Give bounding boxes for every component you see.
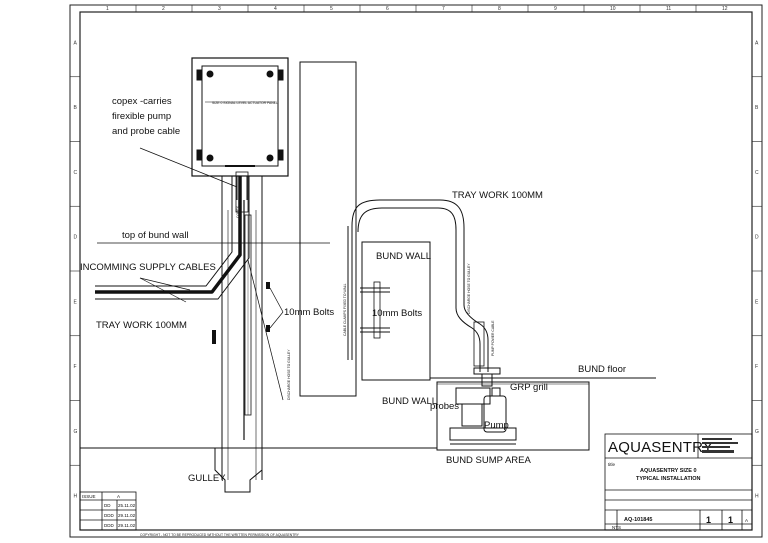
tray-work-top-label: TRAY WORK 100MM bbox=[452, 190, 543, 201]
copex-cable-path bbox=[95, 176, 250, 440]
grid-column-label: 11 bbox=[666, 6, 671, 12]
grid-row-label: E bbox=[74, 299, 78, 305]
scale-value: NTS bbox=[612, 525, 621, 530]
bolts-right-label: 10mm Bolts bbox=[372, 308, 422, 319]
grid-column-label: 6 bbox=[386, 6, 389, 12]
svg-text:CABLE CLAMPS FIXED TO WALL: CABLE CLAMPS FIXED TO WALL bbox=[343, 283, 347, 336]
grid-row-label: D bbox=[755, 235, 759, 241]
bund-floor-label: BUND floor bbox=[578, 364, 626, 375]
grid-column-label: 7 bbox=[442, 6, 445, 12]
revision-cell: DD bbox=[104, 503, 111, 508]
grid-row-label: E bbox=[755, 299, 759, 305]
title-line-1: AQUASENTRY SIZE 0 bbox=[640, 468, 697, 474]
pump bbox=[449, 387, 517, 445]
revision-cell: 29.11.02 bbox=[118, 513, 136, 518]
svg-text:COPEX: COPEX bbox=[236, 205, 240, 218]
grid-column-label: 4 bbox=[274, 6, 277, 12]
aquasentry-logo: AQUASENTRY bbox=[608, 439, 713, 456]
bund-wall-top-label: BUND WALL bbox=[376, 251, 431, 262]
svg-text:DISCHARGE HOSE TO GULLEY: DISCHARGE HOSE TO GULLEY bbox=[287, 349, 291, 400]
tray-work-left-label: TRAY WORK 100MM bbox=[96, 320, 187, 331]
grid-row-label: C bbox=[74, 170, 78, 176]
bund-sump bbox=[436, 381, 590, 451]
grid-row-labels: A A B B C C D D E E F F G G H H bbox=[70, 40, 762, 500]
grid-column-label: 3 bbox=[218, 6, 221, 12]
revision-cell: 25.11.02 bbox=[118, 503, 136, 508]
grid-row-label: G bbox=[74, 429, 78, 435]
grid-column-label: 10 bbox=[610, 6, 616, 12]
copyright-note: COPYRIGHT - NOT TO BE REPRODUCED WITHOUT… bbox=[140, 533, 300, 537]
grp-grill bbox=[473, 367, 501, 387]
tray-work-arch bbox=[351, 199, 489, 372]
bund-sump-area-label: BUND SUMP AREA bbox=[446, 455, 531, 466]
svg-text:SIZE 0 SIGNAL LEVEL ACTUATOR P: SIZE 0 SIGNAL LEVEL ACTUATOR PANEL bbox=[212, 101, 278, 105]
title-line-2: TYPICAL INSTALLATION bbox=[636, 476, 700, 482]
revision-cell: 29.11.02 bbox=[118, 523, 136, 528]
svg-text:and probe cable: and probe cable bbox=[112, 126, 180, 137]
gulley-label: GULLEY bbox=[188, 473, 226, 484]
grid-row-label: F bbox=[74, 364, 77, 370]
bolts-left-label: 10mm Bolts bbox=[284, 307, 334, 318]
incomming-supply-label: INCOMMING SUPPLY CABLES bbox=[80, 262, 216, 273]
grid-row-label: A bbox=[74, 40, 78, 46]
grp-grill-label: GRP grill bbox=[510, 382, 548, 393]
revision-table bbox=[79, 491, 137, 531]
svg-text:copex -carries: copex -carries bbox=[112, 96, 172, 107]
revision-letter: A bbox=[745, 518, 748, 523]
grid-row-label: G bbox=[755, 429, 759, 435]
wall-panel bbox=[299, 61, 357, 397]
drawing-number: AQ-101845 bbox=[624, 517, 652, 523]
svg-text:DISCHARGE HOSE TO GULLEY: DISCHARGE HOSE TO GULLEY bbox=[467, 263, 471, 314]
bund-wall-lower-label: BUND WALL bbox=[382, 396, 437, 407]
revision-header-value: A bbox=[117, 494, 120, 499]
svg-text:firexible pump: firexible pump bbox=[112, 111, 171, 122]
grid-row-label: D bbox=[74, 235, 78, 241]
grid-column-label: 9 bbox=[554, 6, 557, 12]
grid-column-label: 8 bbox=[498, 6, 501, 12]
company-address-scribble bbox=[702, 438, 738, 453]
grid-column-label: 2 bbox=[162, 6, 165, 12]
bolts-left bbox=[212, 282, 270, 344]
grid-row-label: C bbox=[755, 170, 759, 176]
svg-text:PUMP POWER CABLE: PUMP POWER CABLE bbox=[491, 320, 495, 356]
bund-wall bbox=[347, 226, 431, 381]
pump-label: Pump bbox=[484, 420, 509, 431]
grid-row-label: F bbox=[755, 364, 758, 370]
revision-cell: DDD bbox=[104, 513, 114, 518]
top-of-bund-wall-label: top of bund wall bbox=[122, 230, 189, 241]
title-field-label: title bbox=[608, 462, 616, 467]
total-sheets: 1 bbox=[728, 515, 733, 525]
grid-row-label: A bbox=[755, 40, 759, 46]
grid-column-label: 12 bbox=[722, 6, 728, 12]
grid-row-label: B bbox=[74, 105, 78, 111]
grid-row-label: B bbox=[755, 105, 759, 111]
sheet-number: 1 bbox=[706, 515, 711, 525]
grid-column-label: 5 bbox=[330, 6, 333, 12]
rotated-annotations: COPEX DISCHARGE HOSE TO GULLEY CABLE CLA… bbox=[212, 101, 495, 400]
revision-header: ISSUE bbox=[82, 494, 96, 499]
copex-label: copex -carries firexible pump and probe … bbox=[112, 96, 180, 137]
leader-lines bbox=[139, 147, 284, 401]
grid-row-label: H bbox=[74, 494, 78, 500]
grid-column-label: 1 bbox=[106, 6, 109, 12]
revision-cell: DDD bbox=[104, 523, 114, 528]
grid-row-label: H bbox=[755, 494, 759, 500]
probes-label: probes bbox=[430, 401, 459, 412]
vertical-conduit bbox=[221, 171, 263, 480]
title-block bbox=[604, 433, 753, 531]
